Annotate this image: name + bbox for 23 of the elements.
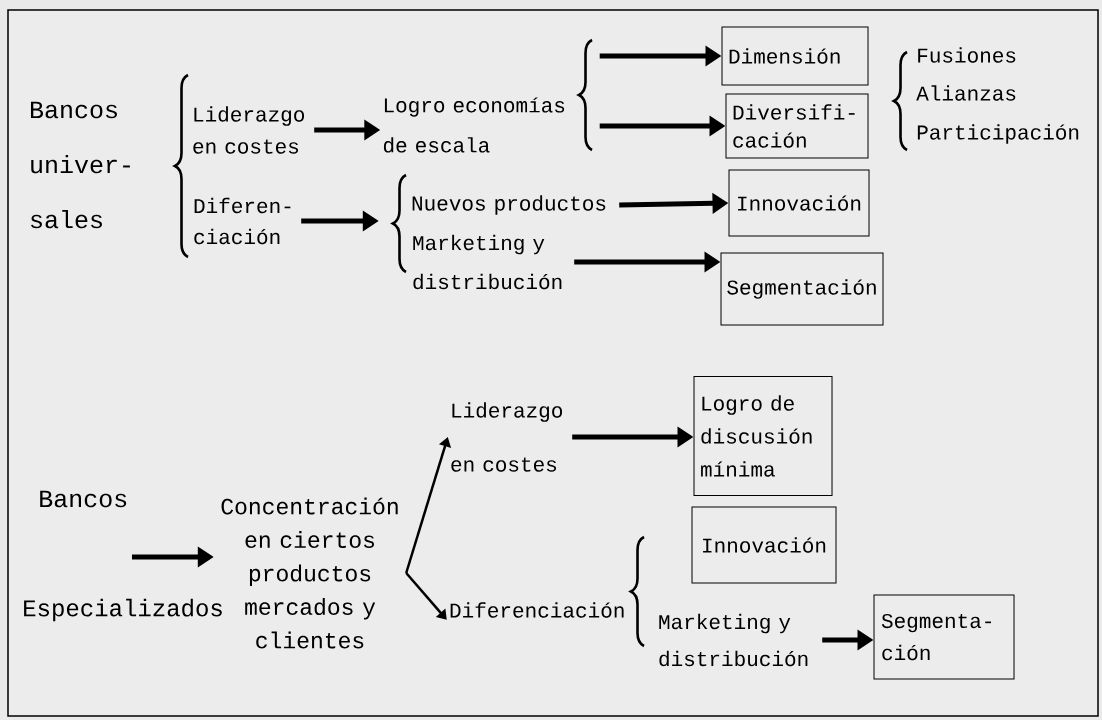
concept-box: Segmenta- ción (873, 594, 1015, 680)
concept-box: Innovación (728, 169, 870, 237)
concept-text: Concentración en ciertos productos mercados y clientes (221, 497, 398, 649)
text-label: Participación (917, 124, 1079, 144)
concept-text: Diferenciación (450, 602, 624, 618)
concept-text: Liderazgo en costes (451, 402, 563, 472)
concept-box: Dimensión (721, 26, 869, 86)
concept-text: Marketing y distribución (659, 613, 808, 667)
concept-box: Innovación (691, 506, 837, 584)
concept-box: Segmentación (720, 252, 884, 326)
concept-text: Liderazgo en costes (193, 106, 305, 154)
text-label: Bancos (40, 490, 127, 508)
text-label: Fusiones (918, 47, 1016, 63)
concept-text: Diferen- ciación (194, 197, 291, 245)
concept-text: Nuevos productos (412, 195, 606, 215)
concept-box: Logro de discusión mínima (693, 376, 833, 496)
arrow (405, 572, 447, 620)
concept-box: Diversifi- cación (725, 93, 869, 159)
concept-text: Bancos univer- sales (31, 101, 130, 229)
concept-text: Marketing y distribución (413, 234, 562, 290)
text-label: Alianzas (916, 85, 1016, 101)
concept-text: Logro economías de escala (383, 97, 565, 153)
text-label: Especializados (24, 598, 222, 622)
